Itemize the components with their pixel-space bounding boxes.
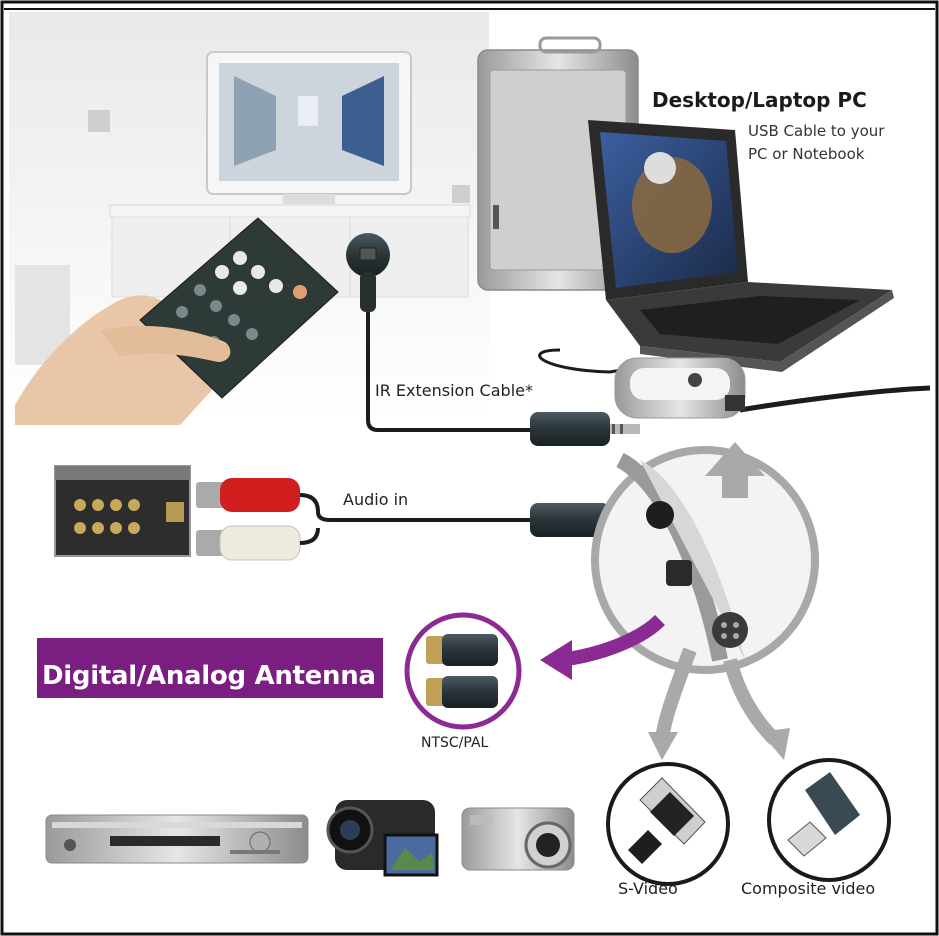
- composite-video-connector-icon: [767, 758, 891, 882]
- gray-arrow-composite: [760, 728, 790, 760]
- gray-up-arrow: [705, 442, 765, 498]
- rca-audio-cable: [196, 478, 640, 561]
- ports-closeup: [591, 446, 819, 674]
- tv-tuner-stick-icon: [614, 357, 746, 419]
- composite-video-label: Composite video: [741, 879, 876, 898]
- ir-extension-cable: [346, 233, 640, 446]
- gray-arrow-svideo: [648, 732, 678, 760]
- desktop-tower-icon: [477, 36, 639, 291]
- antenna-label: Digital/Analog Antenna: [42, 661, 376, 691]
- s-video-label: S-Video: [618, 879, 678, 898]
- pc-title: Desktop/Laptop PC: [652, 88, 867, 112]
- ir-cable-label: IR Extension Cable*: [375, 381, 533, 400]
- antenna-connectors: [404, 612, 522, 730]
- tv-icon: [206, 51, 412, 204]
- audio-source-device: [54, 465, 191, 557]
- camcorder-icon: [326, 800, 439, 877]
- usb-cable-note: USB Cable to your PC or Notebook: [748, 122, 885, 163]
- audio-in-label: Audio in: [343, 490, 409, 509]
- purple-arrow: [559, 614, 665, 667]
- antenna-label-bar: [37, 638, 383, 698]
- ntsc-pal-label: NTSC/PAL: [421, 735, 489, 751]
- dvd-player-icon: [45, 814, 309, 864]
- remote-icon: [15, 217, 339, 425]
- s-video-connector-icon: [606, 762, 730, 886]
- digital-camera-icon: [461, 807, 575, 871]
- laptop-icon: [588, 120, 894, 372]
